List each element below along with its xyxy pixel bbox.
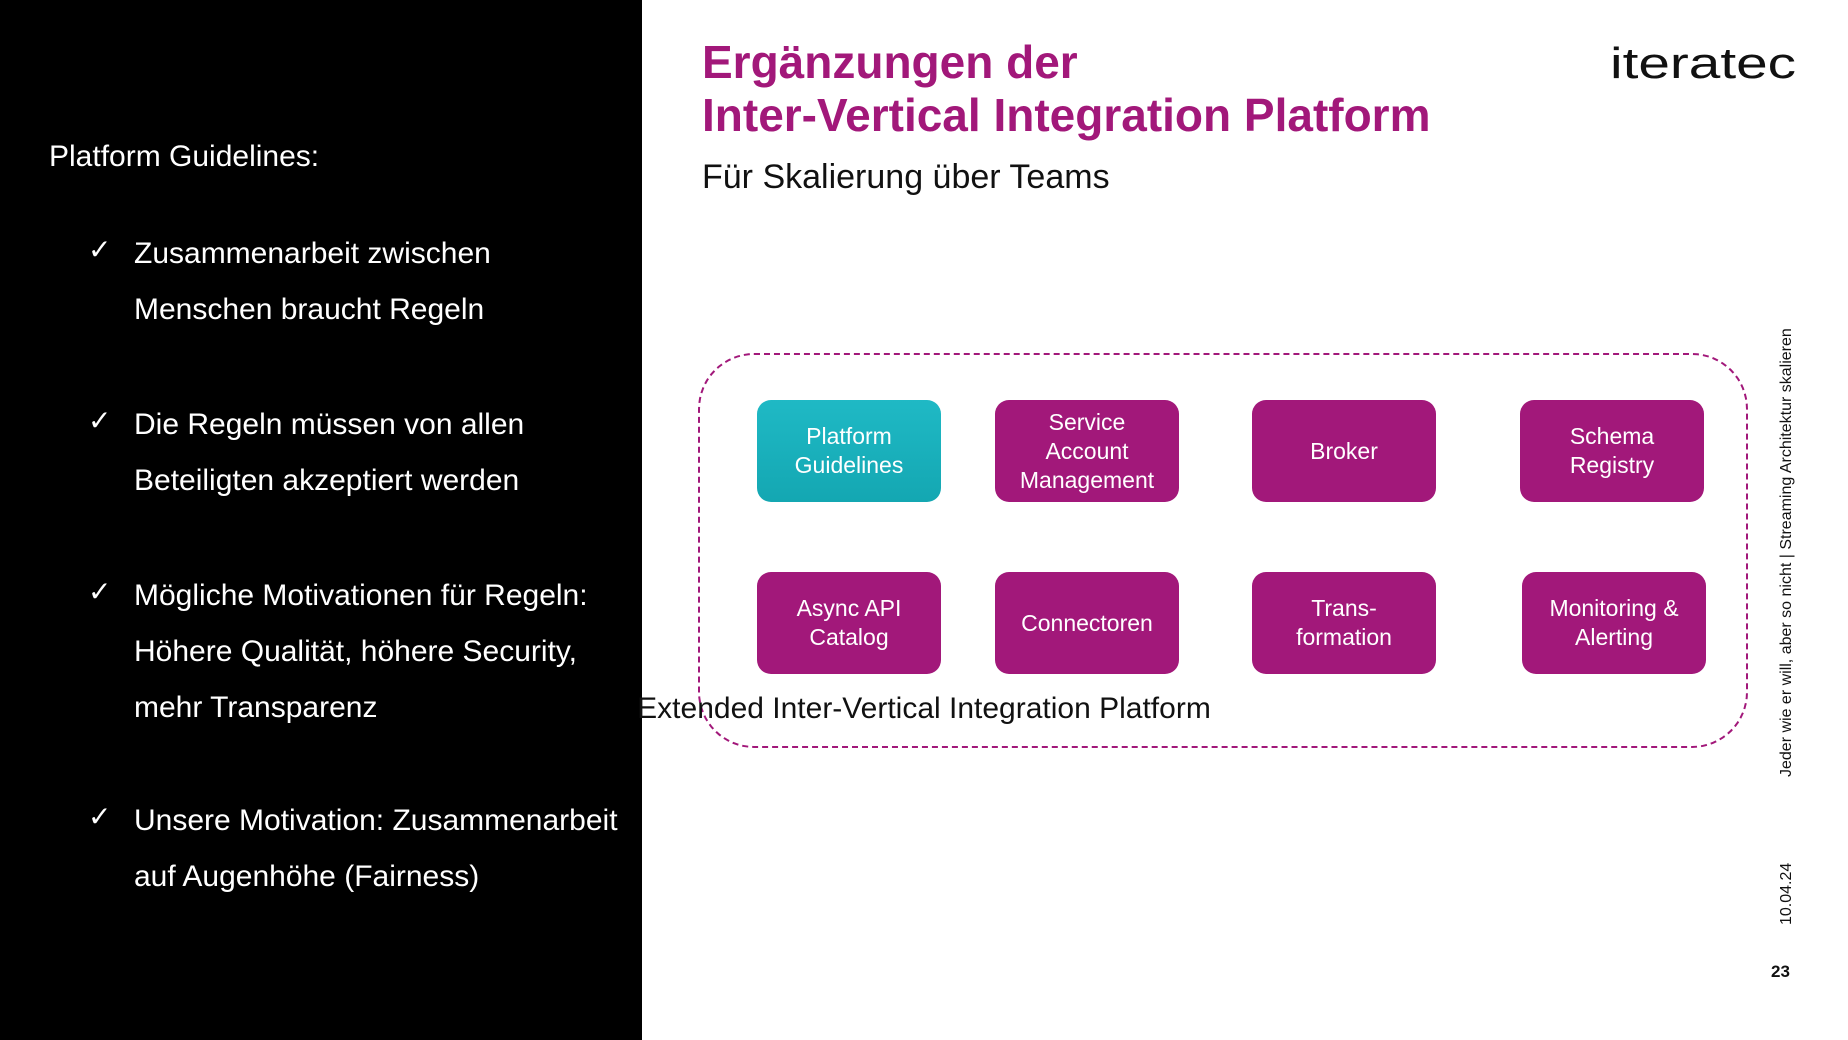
component-box-platform-guidelines: Platform Guidelines: [757, 400, 941, 502]
component-box-monitoring-alerting: Monitoring & Alerting: [1522, 572, 1706, 674]
left-panel: Platform Guidelines: ✓ Zusammenarbeit zw…: [0, 0, 642, 1040]
guideline-item: ✓ Zusammenarbeit zwischen Menschen brauc…: [88, 226, 628, 338]
guideline-text: Unsere Motivation: Zusammenarbeit auf Au…: [134, 804, 618, 893]
checkmark-icon: ✓: [88, 801, 112, 832]
footer-date: 10.04.24: [1778, 862, 1795, 925]
checkmark-icon: ✓: [88, 234, 112, 265]
checkmark-icon: ✓: [88, 576, 112, 607]
guideline-item: ✓ Unsere Motivation: Zusammenarbeit auf …: [88, 793, 628, 905]
slide-title-line1: Ergänzungen der: [702, 36, 1078, 88]
component-box-connectoren: Connectoren: [995, 572, 1179, 674]
iteratec-logo-icon: iteratec: [1610, 40, 1796, 86]
left-panel-heading: Platform Guidelines:: [49, 140, 320, 173]
slide-title: Ergänzungen der Inter-Vertical Integrati…: [702, 36, 1430, 142]
component-box-service-account-management: Service Account Management: [995, 400, 1179, 502]
checkmark-icon: ✓: [88, 405, 112, 436]
guideline-text: Die Regeln müssen von allen Beteiligten …: [134, 408, 525, 497]
component-box-broker: Broker: [1252, 400, 1436, 502]
diagram-caption: Extended Inter-Vertical Integration Plat…: [637, 692, 1211, 725]
footer-presentation-title: Jeder wie er will, aber so nicht | Strea…: [1778, 328, 1795, 777]
guideline-list: ✓ Zusammenarbeit zwischen Menschen brauc…: [88, 226, 628, 964]
guideline-item: ✓ Mögliche Motivationen für Regeln: Höhe…: [88, 568, 628, 736]
page-number: 23: [1771, 962, 1790, 981]
component-box-async-api-catalog: Async API Catalog: [757, 572, 941, 674]
guideline-text: Mögliche Motivationen für Regeln: Höhere…: [134, 579, 588, 724]
guideline-text: Zusammenarbeit zwischen Menschen braucht…: [134, 237, 491, 326]
integration-platform-diagram: [698, 353, 1748, 748]
component-box-schema-registry: Schema Registry: [1520, 400, 1704, 502]
slide-subtitle: Für Skalierung über Teams: [702, 158, 1110, 196]
component-box-trans-formation: Trans- formation: [1252, 572, 1436, 674]
svg-text:iteratec: iteratec: [1610, 40, 1796, 86]
slide-title-line2: Inter-Vertical Integration Platform: [702, 89, 1431, 141]
guideline-item: ✓ Die Regeln müssen von allen Beteiligte…: [88, 397, 628, 509]
